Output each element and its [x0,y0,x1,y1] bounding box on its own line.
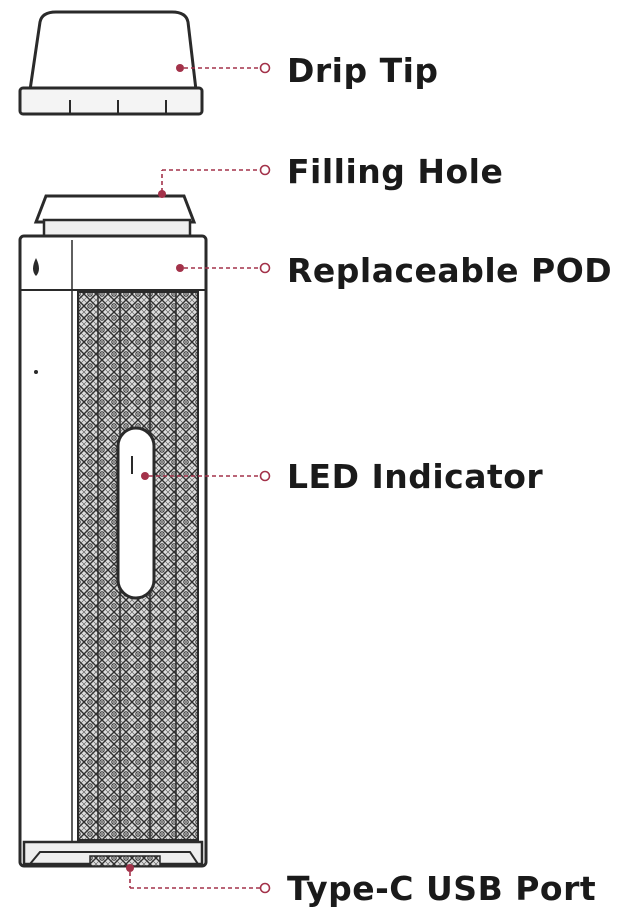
label-replaceable-pod: Replaceable POD [287,251,613,290]
label-filling-hole: Filling Hole [287,152,504,191]
device-body [18,234,208,868]
label-drip-tip: Drip Tip [287,51,439,90]
label-led-indicator: LED Indicator [287,457,544,496]
leader-usb-port [126,864,271,894]
leader-filling-hole [158,164,271,198]
drip-tip-part [18,10,204,116]
leader-drip-tip [176,62,271,74]
pod-top-part [33,194,197,240]
label-usb-port: Type-C USB Port [287,869,597,908]
leader-replaceable-pod [176,262,271,274]
leader-led-indicator [141,470,271,482]
